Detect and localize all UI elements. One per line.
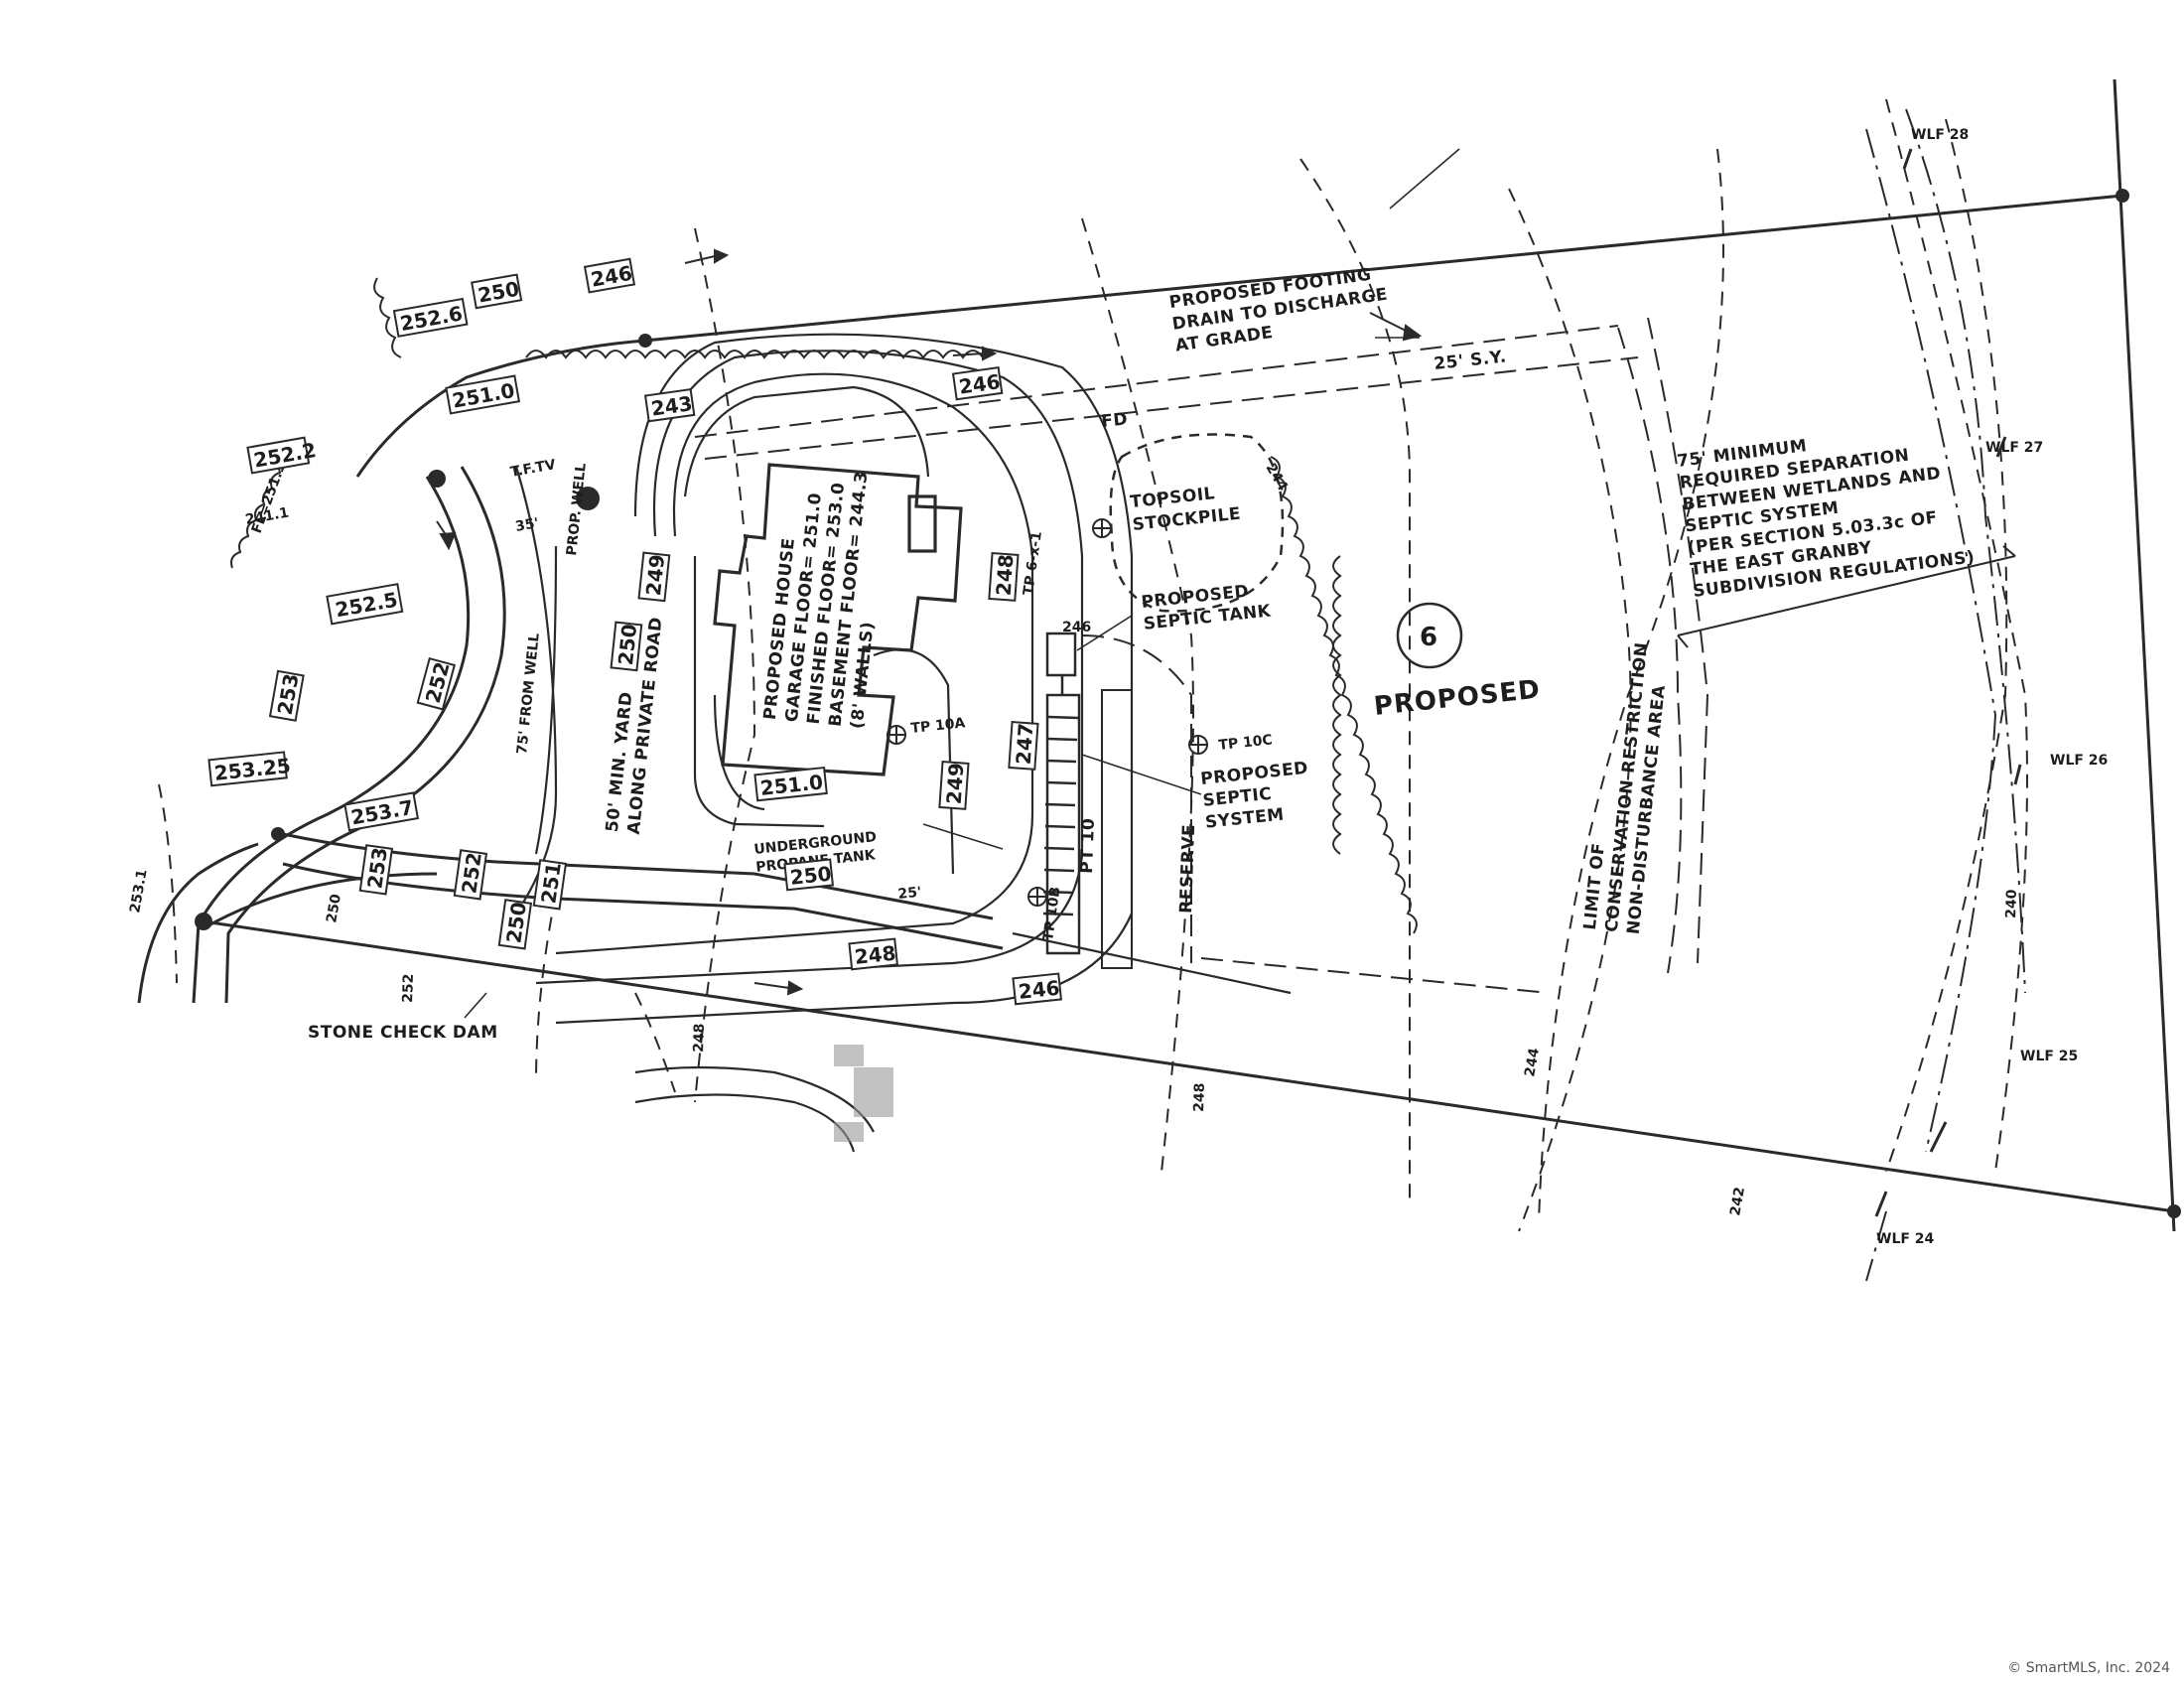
topsoil-label: TOPSOIL STOCKPILE <box>1129 484 1242 535</box>
dash-dot-wetland-line <box>1865 108 2026 1282</box>
separation-dimension <box>1677 545 2016 648</box>
existing-contours <box>158 98 2028 1232</box>
test-pit-10b-label: TP 10B <box>1040 886 1063 942</box>
flow-arrows <box>436 248 1423 996</box>
contour-label: 248 <box>691 1023 708 1053</box>
septic-system <box>1042 632 1133 969</box>
topsoil-stockpile <box>1109 433 1285 613</box>
elevation-box: 253 <box>362 846 392 891</box>
contour-label: 244 <box>1522 1047 1543 1078</box>
lot-status: PROPOSED <box>1373 675 1543 722</box>
pt10-label: PT 10 <box>1077 817 1099 874</box>
elevation-boxes: 252.6 250 246 251.0 252.2 252.5 253 253.… <box>207 257 1063 1006</box>
elevation-box: 251.0 <box>451 378 516 413</box>
conservation-label: LIMIT OF CONSERVATION RESTRICTION NON-DI… <box>1580 641 1670 935</box>
contour-label: 242 <box>1727 1186 1748 1217</box>
tv-label: T.F.TV <box>509 457 557 481</box>
septic-system-label: PROPOSED SEPTIC SYSTEM <box>1199 759 1308 833</box>
elevation-box: 250 <box>614 623 641 666</box>
lot-number: 6 <box>1420 623 1438 652</box>
well-radius-label: 75' FROM WELL <box>514 633 543 756</box>
septic-system-line-1: PROPOSED <box>1199 759 1308 789</box>
footing-drain-fd-label: FD <box>1100 409 1129 432</box>
lot-number-circle <box>1396 602 1463 669</box>
footing-drain-note: PROPOSED FOOTING DRAIN TO DISCHARGE AT G… <box>1168 265 1390 356</box>
contour-label: 252 <box>400 973 417 1003</box>
setback-lines <box>694 317 1709 994</box>
elevation-box: 247 <box>1012 722 1038 765</box>
contour-label: 240 <box>2003 889 2020 918</box>
elevation-box: 246 <box>1018 976 1061 1004</box>
leader-lines <box>464 148 1460 1019</box>
contour-label: 244 <box>1263 461 1292 494</box>
elevation-box: 251 <box>536 861 566 906</box>
contour-label: 241.1 <box>244 504 290 527</box>
dim-35-label: 35' <box>514 515 540 535</box>
proposed-house <box>713 463 963 776</box>
elevation-box: 252.2 <box>252 438 318 473</box>
elevation-box: 249 <box>641 553 669 597</box>
house-label: PROPOSED HOUSE GARAGE FLOOR= 251.0 FINIS… <box>760 471 879 730</box>
reserve-label: RESERVE <box>1176 824 1199 914</box>
dim-25-label: 25' <box>897 885 922 903</box>
wetland-flag-25: WLF 25 <box>2020 1049 2078 1064</box>
test-pit-symbols <box>887 518 1208 907</box>
wetland-flag-26: WLF 26 <box>2050 753 2108 769</box>
wetland-flag-marks <box>1874 148 2022 1217</box>
tree-line <box>230 277 1418 934</box>
elevation-box: 248 <box>854 941 897 969</box>
elevation-box: 246 <box>957 369 1002 399</box>
elevation-box: 248 <box>992 553 1019 596</box>
contour-labels: 244 248 248 252 240 244 242 241.1 250 25… <box>127 461 2020 1217</box>
elevation-box: 253.7 <box>349 795 415 830</box>
contour-label: 253.1 <box>127 868 150 914</box>
proposed-well-symbol <box>576 487 600 510</box>
tank-spot-elevation: 246 <box>1062 620 1091 635</box>
elevation-box: 243 <box>649 391 694 421</box>
test-pit-6x1-label: TP 6-x-1 <box>1021 530 1045 596</box>
wetland-flag-28: WLF 28 <box>1911 127 1969 143</box>
elevation-box: 250 <box>501 901 531 945</box>
elevation-box: 252.6 <box>398 301 464 336</box>
elevation-box: 252 <box>457 851 486 896</box>
contour-label: 250 <box>324 893 344 924</box>
test-pit-10c-label: TP 10C <box>1218 732 1274 754</box>
proposed-contours <box>514 333 1292 1153</box>
test-pit-10a-label: TP 10A <box>910 715 967 737</box>
check-dam-label: STONE CHECK DAM <box>308 1023 498 1043</box>
elevation-box: 250 <box>789 862 833 890</box>
copyright-notice: © SmartMLS, Inc. 2024 <box>2007 1660 2170 1676</box>
elevation-box: 249 <box>942 762 969 804</box>
wetland-flag-27: WLF 27 <box>1985 440 2043 456</box>
side-yard-label: 25' S.Y. <box>1433 347 1507 374</box>
smudged-fragment <box>834 1045 893 1142</box>
property-boundary <box>203 78 2176 1232</box>
wetland-flag-24: WLF 24 <box>1876 1231 1935 1247</box>
septic-tank-label: PROPOSED SEPTIC TANK <box>1141 582 1273 634</box>
contour-label: 248 <box>1191 1082 1208 1112</box>
separation-note: 75' MINIMUM REQUIRED SEPARATION BETWEEN … <box>1676 436 1976 602</box>
